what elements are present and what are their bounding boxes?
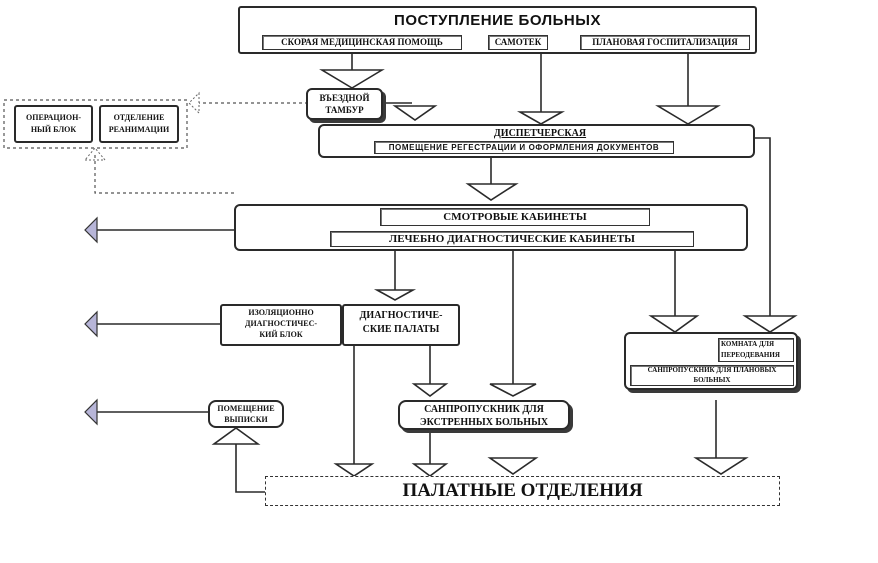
discharge-line1: ПОМЕЩЕНИЕ — [217, 404, 275, 413]
isolation-line1: ИЗОЛЯЦИОННО — [248, 308, 314, 317]
triangle-arrow-left-icon — [84, 398, 98, 426]
admission-box: ПОСТУПЛЕНИЕ БОЛЬНЫХ СКОРАЯ МЕДИЦИНСКАЯ П… — [238, 6, 757, 54]
triangle-arrow-left-icon — [84, 310, 98, 338]
triangle-arrow-down-icon — [693, 457, 749, 475]
triangle-arrow-down-icon — [411, 463, 449, 477]
changing-line2: ПЕРЕОДЕВАНИЯ — [721, 351, 780, 359]
triangle-arrow-down-icon — [655, 105, 721, 125]
emergency-sanitary-box: САНПРОПУСКНИК ДЛЯ ЭКСТРЕННЫХ БОЛЬНЫХ — [398, 400, 570, 430]
triangle-arrow-up-icon — [83, 147, 107, 161]
exam-rooms: СМОТРОВЫЕ КАБИНЕТЫ — [380, 208, 650, 226]
dashed-connector — [94, 155, 236, 194]
admission-planned: ПЛАНОВАЯ ГОСПИТАЛИЗАЦИЯ — [580, 35, 750, 50]
diag-wards-line1: ДИАГНОСТИЧЕ- — [359, 310, 443, 321]
triangle-arrow-left-icon — [188, 91, 200, 115]
triangle-arrow-down-icon — [489, 383, 537, 397]
triangle-arrow-down-icon — [742, 315, 798, 333]
admission-self: САМОТЕК — [488, 35, 548, 50]
dispatch-title: ДИСПЕТЧЕРСКАЯ — [493, 128, 587, 139]
diag-wards-line2: СКИЕ ПАЛАТЫ — [362, 324, 440, 335]
planned-sanitary-box: САНПРОПУСКНИК ДЛЯ ПЛАНОВЫХ БОЛЬНЫХ — [630, 365, 794, 386]
reanimation-box: ОТДЕЛЕНИЕ РЕАНИМАЦИИ — [99, 105, 179, 143]
ward-departments-box: ПАЛАТНЫЕ ОТДЕЛЕНИЯ — [265, 476, 780, 506]
discharge-line2: ВЫПИСКИ — [224, 415, 268, 424]
emergency-sanitary-line1: САНПРОПУСКНИК ДЛЯ — [424, 404, 544, 415]
admission-ambulance: СКОРАЯ МЕДИЦИНСКАЯ ПОМОЩЬ — [262, 35, 462, 50]
triangle-arrow-down-icon — [648, 315, 700, 333]
dashed-outline — [3, 99, 188, 149]
isolation-line2: ДИАГНОСТИЧЕС- — [244, 319, 318, 328]
reanimation-line1: ОТДЕЛЕНИЕ — [113, 113, 165, 122]
planned-sanitary-line1: САНПРОПУСКНИК ДЛЯ ПЛАНОВЫХ — [647, 366, 777, 374]
planned-block-box: КОМНАТА ДЛЯ ПЕРЕОДЕВАНИЯ САНПРОПУСКНИК Д… — [624, 332, 798, 390]
discharge-box: ПОМЕЩЕНИЕ ВЫПИСКИ — [208, 400, 284, 428]
vestibule-line1: ВЪЕЗДНОЙ — [319, 93, 370, 103]
triangle-arrow-down-icon — [333, 463, 375, 477]
triangle-arrow-down-icon — [411, 383, 449, 397]
operating-block-line2: НЫЙ БЛОК — [30, 125, 77, 134]
isolation-block-box: ИЗОЛЯЦИОННО ДИАГНОСТИЧЕС- КИЙ БЛОК — [220, 304, 342, 346]
triangle-arrow-down-icon — [319, 69, 385, 89]
operating-block-box: ОПЕРАЦИОН- НЫЙ БЛОК — [14, 105, 93, 143]
triangle-arrow-up-icon — [211, 427, 261, 445]
examination-box: СМОТРОВЫЕ КАБИНЕТЫ ЛЕЧЕБНО ДИАГНОСТИЧЕСК… — [234, 204, 748, 251]
ward-departments-title: ПАЛАТНЫЕ ОТДЕЛЕНИЯ — [402, 480, 643, 501]
triangle-arrow-down-icon — [516, 111, 566, 125]
planned-sanitary-line2: БОЛЬНЫХ — [693, 376, 731, 384]
triangle-arrow-down-icon — [373, 289, 417, 301]
triangle-arrow-down-icon — [465, 183, 519, 201]
exam-treatment: ЛЕЧЕБНО ДИАГНОСТИЧЕСКИЕ КАБИНЕТЫ — [330, 231, 694, 247]
admission-title: ПОСТУПЛЕНИЕ БОЛЬНЫХ — [394, 12, 601, 29]
triangle-arrow-down-icon — [487, 457, 539, 475]
dispatch-registration: ПОМЕЩЕНИЕ РЕГЕСТРАЦИИ И ОФОРМЛЕНИЯ ДОКУМ… — [374, 141, 674, 154]
emergency-sanitary-line2: ЭКСТРЕННЫХ БОЛЬНЫХ — [419, 417, 549, 428]
changing-line1: КОМНАТА ДЛЯ — [721, 340, 775, 348]
vestibule-line2: ТАМБУР — [325, 105, 364, 115]
isolation-line3: КИЙ БЛОК — [259, 330, 303, 339]
connector-line — [235, 440, 268, 493]
dispatch-box: ДИСПЕТЧЕРСКАЯ ПОМЕЩЕНИЕ РЕГЕСТРАЦИИ И ОФ… — [318, 124, 755, 158]
connector-line — [755, 137, 771, 316]
operating-block-line1: ОПЕРАЦИОН- — [26, 113, 81, 122]
diagnostic-wards-box: ДИАГНОСТИЧЕ- СКИЕ ПАЛАТЫ — [342, 304, 460, 346]
triangle-arrow-down-icon — [392, 105, 438, 121]
vestibule-box: ВЪЕЗДНОЙ ТАМБУР — [306, 88, 383, 120]
changing-room-box: КОМНАТА ДЛЯ ПЕРЕОДЕВАНИЯ — [718, 338, 794, 362]
reanimation-line2: РЕАНИМАЦИИ — [108, 125, 170, 134]
triangle-arrow-left-icon — [84, 216, 98, 244]
